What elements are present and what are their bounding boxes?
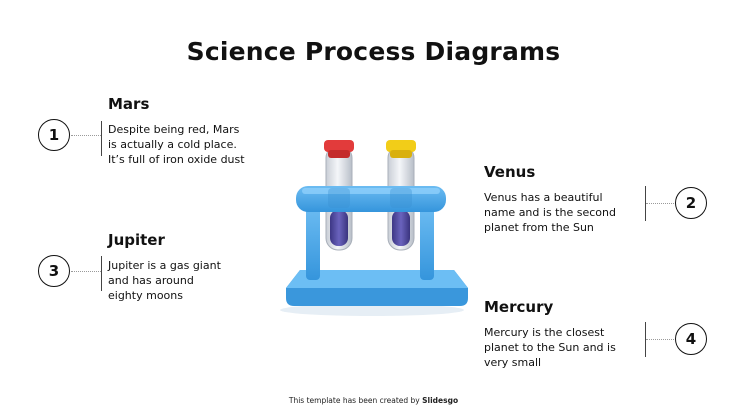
divider-bar-2 (645, 186, 646, 221)
credit-text: This template has been created by (288, 396, 420, 405)
slide-title: Science Process Diagrams (186, 37, 561, 66)
connector-line-4 (646, 339, 674, 340)
test-tube-rack-icon (280, 140, 468, 316)
item-title-jupiter: Jupiter (108, 231, 165, 249)
connector-line-2 (646, 203, 674, 204)
credit-brand: Slidesgo (422, 396, 459, 405)
connector-line-3 (71, 271, 101, 272)
item-text-mercury: Mercury is the closest planet to the Sun… (484, 326, 616, 369)
divider-bar-1 (101, 121, 102, 156)
footer-credit: This template has been created by Slides… (0, 396, 747, 405)
divider-bar-4 (645, 322, 646, 357)
number-badge-4: 4 (675, 323, 707, 355)
item-text-jupiter: Jupiter is a gas giant and has around ei… (108, 259, 221, 302)
item-title-mars: Mars (108, 95, 150, 113)
number-badge-1: 1 (38, 119, 70, 151)
number-badge-3: 3 (38, 255, 70, 287)
divider-bar-3 (101, 256, 102, 291)
item-title-venus: Venus (484, 163, 536, 181)
number-badge-2: 2 (675, 187, 707, 219)
test-tube-rack-illustration (272, 128, 472, 322)
item-title-mercury: Mercury (484, 298, 554, 316)
item-text-venus: Venus has a beautiful name and is the se… (484, 191, 616, 234)
connector-line-1 (71, 135, 101, 136)
item-text-mars: Despite being red, Mars is actually a co… (108, 123, 245, 166)
